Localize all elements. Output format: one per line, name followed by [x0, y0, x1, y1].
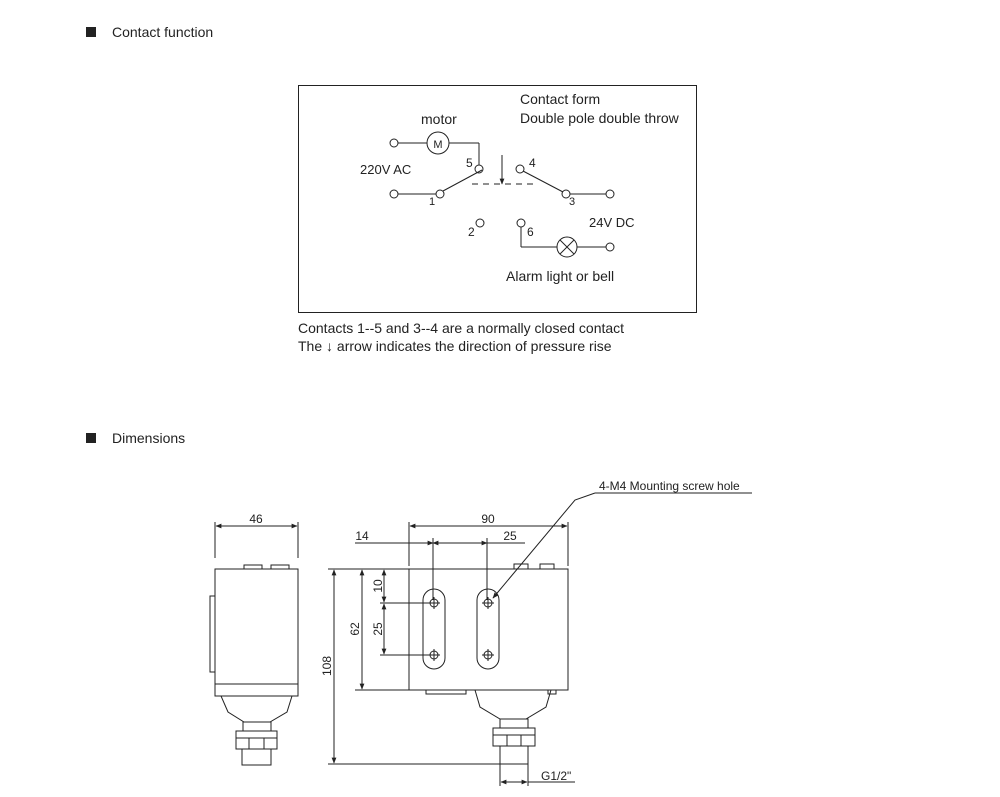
terminal-1: [435, 189, 445, 199]
terminal-label-3: 3: [569, 196, 575, 208]
side-view-drawing: [209, 522, 299, 766]
note-normally-closed: Contacts 1--5 and 3--4 are a normally cl…: [298, 320, 625, 336]
terminal-alarm-out: [605, 242, 615, 252]
front-view-labels: 90 14 25 10 25 62 108 G1/2" 4-M4 Mountin…: [320, 479, 740, 783]
terminal-label-6: 6: [527, 225, 534, 239]
square-bullet-icon: [86, 433, 96, 443]
motor-label: motor: [421, 111, 457, 127]
contact-form-label: Contact form: [520, 91, 600, 107]
supply-dc-label: 24V DC: [589, 215, 635, 230]
dim-body-height: 62: [348, 622, 362, 636]
dim-thread: G1/2": [541, 769, 571, 783]
contact-wiring-diagram: [298, 85, 697, 313]
section-heading-contact-function: Contact function: [86, 24, 213, 40]
dim-top-offset: 10: [371, 579, 385, 593]
supply-ac-label: 220V AC: [360, 162, 411, 177]
contact-type-label: Double pole double throw: [520, 110, 680, 126]
terminal-motor-in: [389, 138, 399, 148]
heading-text: Dimensions: [112, 430, 186, 446]
dim-hole-spacing-h: 25: [503, 529, 517, 543]
terminal-label-2: 2: [468, 225, 475, 239]
diagram-frame: [298, 85, 697, 313]
dim-total-height: 108: [320, 656, 334, 676]
front-view-drawing: [328, 492, 752, 786]
mounting-hole-note: 4-M4 Mounting screw hole: [599, 479, 740, 493]
dim-offset-left: 14: [355, 529, 369, 543]
heading-text: Contact function: [112, 24, 214, 40]
contact-diagram-labels: Contact form Double pole double throw mo…: [360, 91, 680, 284]
terminal-4: [515, 164, 525, 174]
dim-width-front: 90: [481, 512, 495, 526]
terminal-dc-out: [605, 189, 615, 199]
dim-hole-spacing-v: 25: [371, 622, 385, 636]
section-heading-dimensions: Dimensions: [86, 430, 185, 446]
dim-width-side: 46: [249, 512, 263, 526]
note-arrow-direction: The ↓ arrow indicates the direction of p…: [298, 338, 612, 354]
alarm-label: Alarm light or bell: [506, 268, 614, 284]
terminal-2: [475, 218, 485, 228]
terminal-6: [516, 218, 526, 228]
motor-symbol: M: [433, 139, 442, 151]
terminal-supply-in: [389, 189, 399, 199]
square-bullet-icon: [86, 27, 96, 37]
terminal-label-1: 1: [429, 196, 435, 208]
terminal-label-4: 4: [529, 156, 536, 170]
switch-blade-right: [522, 170, 564, 193]
terminal-label-5: 5: [466, 156, 473, 170]
switch-blade-left: [442, 169, 483, 192]
